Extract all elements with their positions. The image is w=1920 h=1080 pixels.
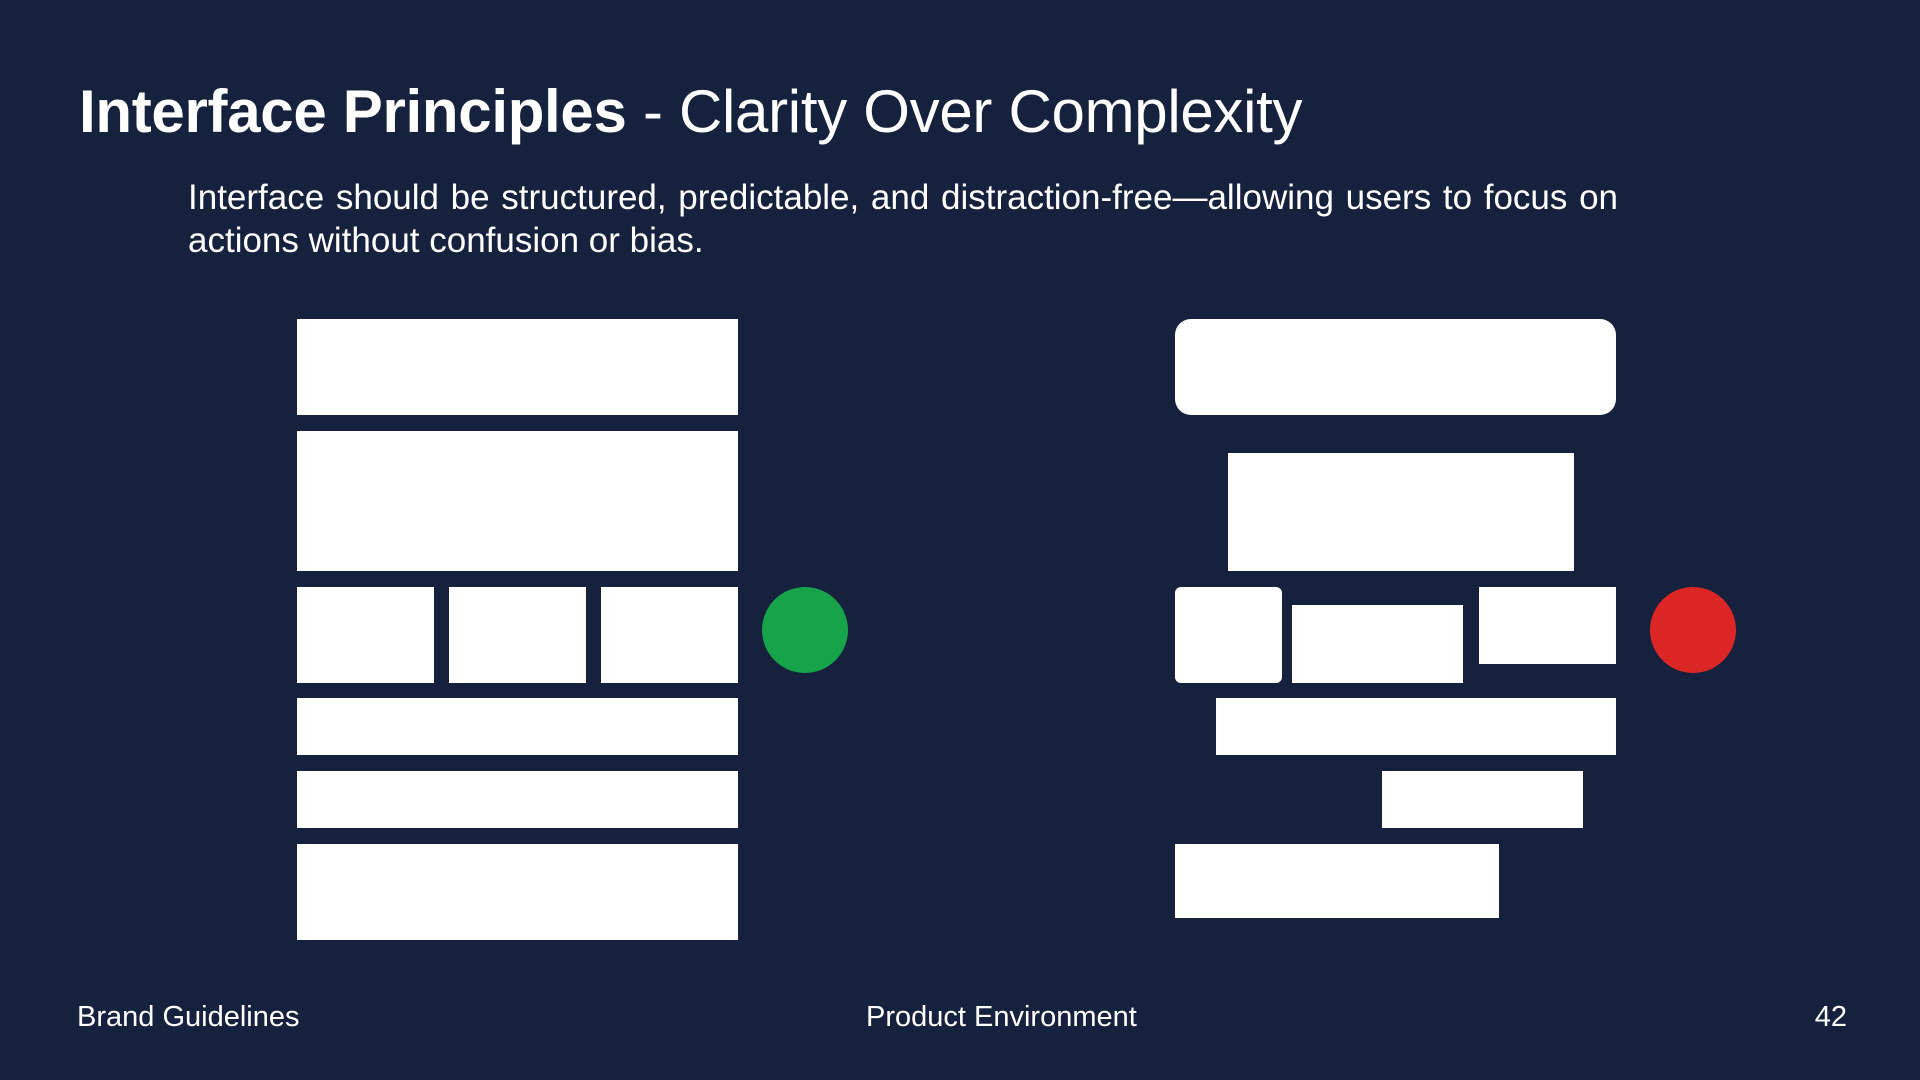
- slide-subtitle: Interface should be structured, predicta…: [188, 178, 1618, 260]
- bad-block-row: [1216, 698, 1616, 755]
- good-block-row: [297, 698, 738, 755]
- good-block-header: [297, 319, 738, 415]
- good-block-card: [297, 587, 434, 683]
- good-indicator-green-dot: [762, 587, 848, 673]
- good-block-footer: [297, 844, 738, 940]
- title-regular: Clarity Over Complexity: [679, 78, 1303, 145]
- bad-indicator-red-dot: [1650, 587, 1736, 673]
- good-block-card: [449, 587, 586, 683]
- slide-title: Interface Principles - Clarity Over Comp…: [79, 72, 1303, 152]
- good-block-card: [601, 587, 738, 683]
- bad-block-footer: [1175, 844, 1499, 918]
- bad-block-card: [1292, 605, 1463, 683]
- title-bold: Interface Principles: [79, 78, 627, 145]
- good-block-row: [297, 771, 738, 828]
- bad-block-row: [1382, 771, 1583, 828]
- footer-section-name: Product Environment: [866, 1001, 1137, 1033]
- good-block-hero: [297, 431, 738, 571]
- footer-brand-guidelines: Brand Guidelines: [77, 1001, 300, 1033]
- bad-block-header: [1175, 319, 1616, 415]
- bad-block-card: [1175, 587, 1282, 683]
- bad-block-hero: [1228, 453, 1574, 571]
- bad-block-card: [1479, 587, 1616, 664]
- footer-page-number: 42: [1814, 1001, 1847, 1033]
- title-separator: -: [626, 78, 679, 145]
